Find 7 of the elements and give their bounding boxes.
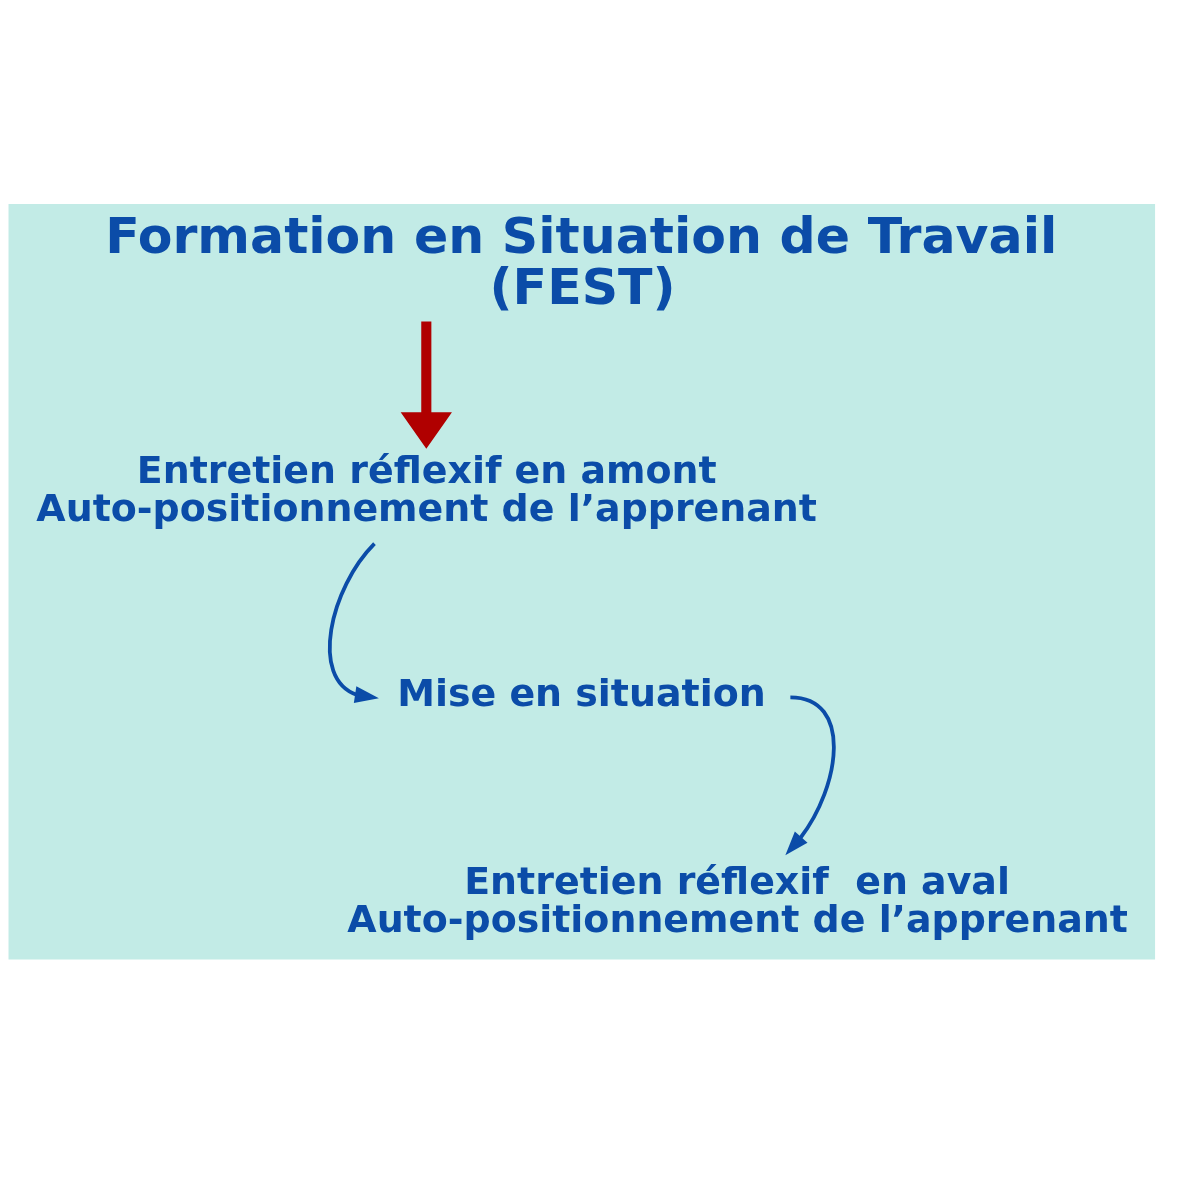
node-text: Entretien réflexif en amont Auto-positionnement de l’apprenant [36,448,817,530]
arrow [785,695,836,856]
diagram-title: Formation en Situation de Travail (FEST) [105,206,1058,316]
arrow [400,321,452,449]
node-text: Entretien réflexif en aval Auto-positionnement de l’apprenant [347,858,1128,941]
arrow [327,542,379,703]
node-text: Mise en situation [397,670,766,715]
